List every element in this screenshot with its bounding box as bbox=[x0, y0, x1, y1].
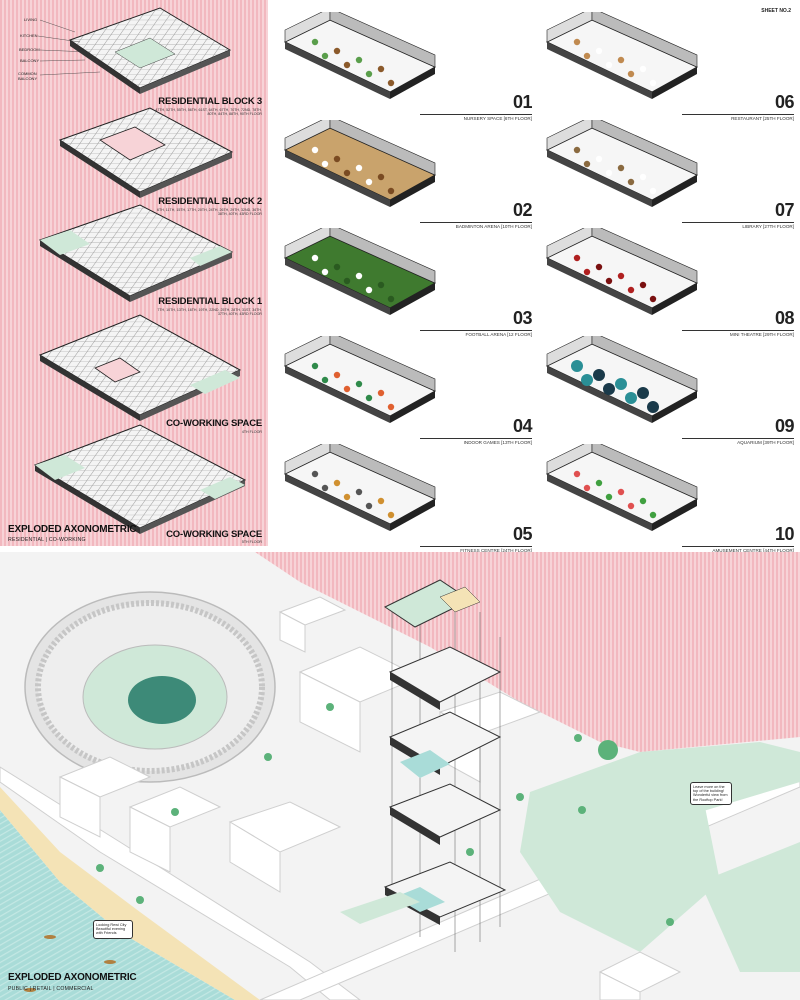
floor-number-07: 07 bbox=[774, 200, 795, 220]
floor-model-restaurant-tables bbox=[545, 12, 699, 99]
floor-divider-08 bbox=[682, 330, 794, 331]
floor-divider-10 bbox=[682, 546, 794, 547]
residential-axon-subtitle: RESIDENTIAL | CO-WORKING bbox=[8, 537, 86, 543]
residential-axonometric-panel: LIVING KITCHEN BEDROOM BALCONY COMMON BA… bbox=[0, 0, 268, 546]
floor-divider-03 bbox=[420, 330, 532, 331]
floor-number-09: 09 bbox=[774, 416, 795, 436]
floor-divider-09 bbox=[682, 438, 794, 439]
floor-divider-04 bbox=[420, 438, 532, 439]
coworking-5th-floors: 5TH FLOOR bbox=[241, 540, 262, 544]
floor-number-02: 02 bbox=[512, 200, 533, 220]
coworking-4th-model bbox=[38, 314, 242, 421]
residential-block-1-floors: 7TH, 10TH, 13TH, 16TH, 19TH, 22ND, 25TH,… bbox=[157, 308, 262, 317]
label-balcony: BALCONY bbox=[20, 58, 40, 63]
floor-number-08: 08 bbox=[774, 308, 795, 328]
floor-name-07: LIBRARY [27TH FLOOR] bbox=[742, 224, 794, 229]
speech-bubble-beach: Looking Rewi City Beautiful evening with… bbox=[93, 920, 133, 939]
sea bbox=[0, 810, 235, 1000]
floor-name-01: NURSERY SPACE [6TH FLOOR] bbox=[463, 116, 532, 121]
label-living: LIVING bbox=[24, 17, 38, 22]
residential-block-3-title: RESIDENTIAL BLOCK 3 bbox=[158, 96, 262, 107]
coworking-5th-model bbox=[33, 424, 247, 534]
floor-model-game-tables bbox=[283, 336, 437, 423]
floor-model-gym-equipment bbox=[283, 444, 437, 531]
floor-model-aquarium-tanks bbox=[545, 336, 699, 423]
floor-model-football-pitch bbox=[283, 228, 437, 315]
floor-divider-07 bbox=[682, 222, 794, 223]
speech-bubble-park: Leave more on the top of the building! W… bbox=[690, 782, 732, 805]
park-lower-right bbox=[700, 842, 800, 972]
boats bbox=[24, 935, 116, 992]
floor-number-04: 04 bbox=[512, 416, 533, 436]
park-right bbox=[640, 742, 800, 812]
floor-number-10: 10 bbox=[774, 524, 795, 544]
floor-model-nursery-plants bbox=[283, 12, 437, 99]
label-common-balcony: COMMON BALCONY bbox=[18, 71, 38, 81]
floor-divider-06 bbox=[682, 114, 794, 115]
public-axon-title: EXPLODED AXONOMETRIC bbox=[8, 972, 137, 983]
park-central bbox=[520, 752, 720, 952]
floor-name-10: AMUSEMENT CENTRE [44TH FLOOR] bbox=[712, 548, 794, 553]
sheet-number: SHEET NO.2 bbox=[761, 8, 791, 14]
floor-name-05: FITNESS CENTRE [24TH FLOOR] bbox=[460, 548, 532, 553]
residential-block-2-title: RESIDENTIAL BLOCK 2 bbox=[158, 196, 262, 207]
residential-axon-title: EXPLODED AXONOMETRIC bbox=[8, 524, 137, 535]
street-trees bbox=[96, 703, 674, 926]
sky-area bbox=[255, 552, 800, 752]
coworking-4th-title: CO-WORKING SPACE bbox=[166, 418, 262, 429]
residential-block-3-floors: 47TH, 52TH, 55TH, 56TH, 61ST, 64TH, 67TH… bbox=[155, 108, 262, 117]
residential-block-1-model bbox=[38, 204, 234, 302]
stadium bbox=[24, 591, 276, 783]
city-context-drawing bbox=[0, 552, 800, 1000]
floor-name-09: AQUARIUM [39TH FLOOR] bbox=[737, 440, 794, 445]
label-bedroom: BEDROOM bbox=[19, 47, 40, 52]
residential-block-2-floors: 6TH, 11TH, 15TH, 17TH, 20TH, 24TH, 26TH,… bbox=[157, 208, 262, 217]
floor-name-02: BADMINTON ARENA [10TH FLOOR] bbox=[455, 224, 532, 229]
label-kitchen: KITCHEN bbox=[20, 33, 38, 38]
floor-number-01: 01 bbox=[512, 92, 533, 112]
floor-number-06: 06 bbox=[774, 92, 795, 112]
exploded-tower-floors bbox=[340, 579, 507, 952]
floor-name-08: MINI THEATRE [29TH FLOOR] bbox=[729, 332, 794, 337]
city-context-axonometric: Looking Rewi City Beautiful evening with… bbox=[0, 552, 800, 1000]
coworking-5th-title: CO-WORKING SPACE bbox=[166, 529, 262, 540]
floor-model-badminton-court bbox=[283, 120, 437, 207]
roundabout-tree bbox=[598, 740, 618, 760]
floor-number-05: 05 bbox=[512, 524, 533, 544]
floor-divider-02 bbox=[420, 222, 532, 223]
floor-model-library-shelves bbox=[545, 120, 699, 207]
coworking-4th-floors: 4TH FLOOR bbox=[241, 430, 262, 434]
floor-name-06: RESTAURANT [25TH FLOOR] bbox=[731, 116, 794, 121]
floor-divider-05 bbox=[420, 546, 532, 547]
residential-block-3-model bbox=[68, 7, 232, 94]
floor-name-03: FOOTBALL ARENA [12 FLOOR] bbox=[465, 332, 532, 337]
floor-name-04: INDOOR GAMES [13TH FLOOR] bbox=[463, 440, 532, 445]
floor-model-theatre-seats bbox=[545, 228, 699, 315]
residential-block-1-title: RESIDENTIAL BLOCK 1 bbox=[158, 296, 262, 307]
floor-model-carousel-rides bbox=[545, 444, 699, 531]
floor-number-03: 03 bbox=[512, 308, 533, 328]
label-leader-lines bbox=[37, 19, 101, 76]
residential-block-2-model bbox=[58, 107, 234, 198]
residential-blocks-drawing bbox=[33, 7, 247, 534]
floor-divider-01 bbox=[420, 114, 532, 115]
public-axon-subtitle: PUBLIC | RETAIL | COMMERCIAL bbox=[8, 986, 94, 992]
